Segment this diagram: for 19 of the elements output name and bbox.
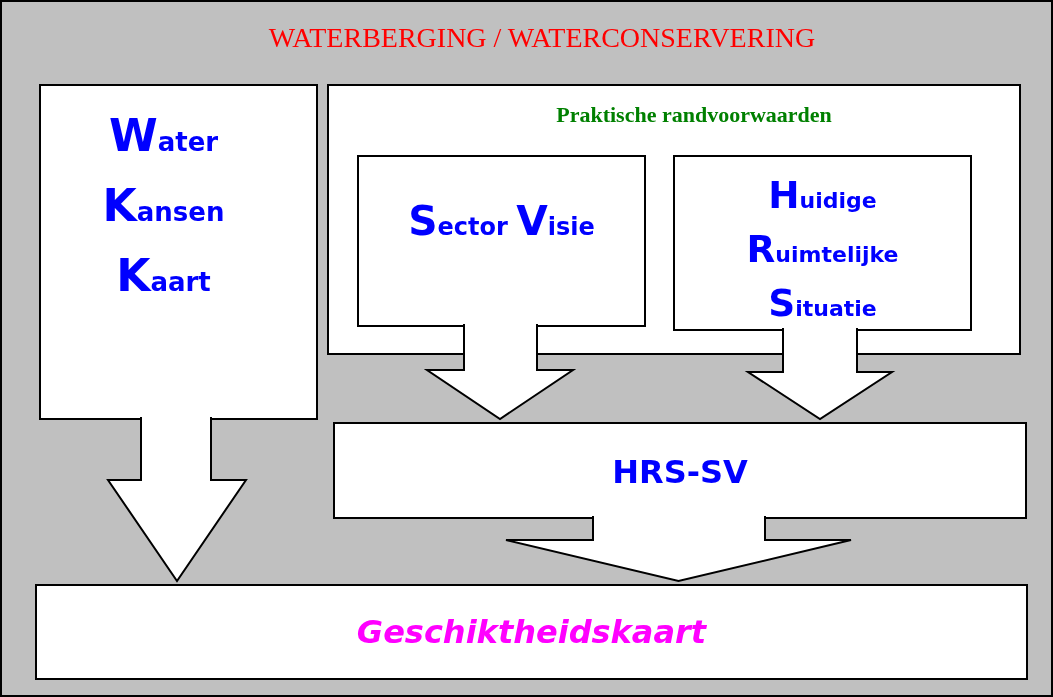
node-label: Water xyxy=(108,114,219,162)
process-box xyxy=(673,155,972,331)
process-box xyxy=(357,155,646,327)
block-arrow xyxy=(505,515,852,583)
process-box xyxy=(39,84,318,420)
diagram-title: WATERBERGING / WATERCONSERVERING xyxy=(267,24,817,52)
node-label: Kansen xyxy=(102,184,225,232)
process-box xyxy=(333,422,1027,519)
node-label: Kaart xyxy=(116,254,211,302)
process-box xyxy=(35,584,1028,680)
block-arrow xyxy=(423,323,577,421)
group-heading: Praktische randvoorwaarden xyxy=(556,101,832,129)
node-label: HRS-SV xyxy=(612,452,748,493)
node-label: Sector Visie xyxy=(408,201,595,245)
node-label: Geschiktheidskaart xyxy=(356,612,707,653)
node-label: Huidige Ruimtelijke Situatie xyxy=(746,177,899,325)
process-box xyxy=(327,84,1021,355)
block-arrow xyxy=(106,416,248,583)
block-arrow xyxy=(744,327,896,421)
